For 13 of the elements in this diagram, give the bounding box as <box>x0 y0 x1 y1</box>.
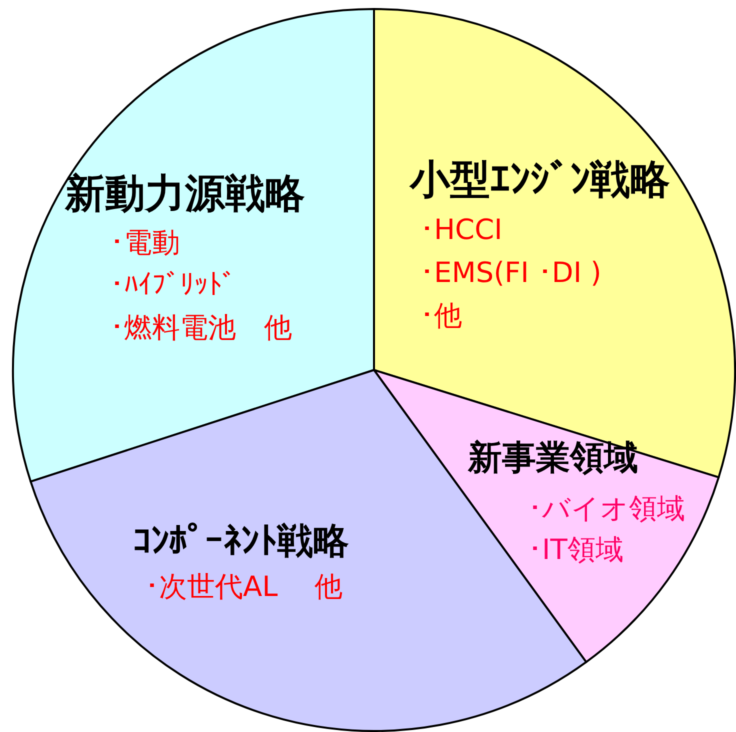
bullet-item: ･EMS(FI ･DI ) <box>420 258 602 289</box>
sector-heading: 新事業領域 <box>468 440 638 478</box>
bullet-item: ･電動 <box>110 228 180 259</box>
sector-heading: 新動力源戦略 <box>65 172 305 216</box>
bullet-item: ･バイオ領域 <box>528 494 685 525</box>
bullet-item: ･次世代AL 他 <box>145 572 343 603</box>
bullet-item: ･他 <box>420 301 462 332</box>
bullet-item: ･ﾊｲﾌﾞﾘｯﾄﾞ <box>110 270 236 301</box>
bullet-item: ･IT領域 <box>528 535 624 566</box>
sector-heading: ｺﾝﾎﾟｰﾈﾝﾄ戦略 <box>133 522 349 562</box>
bullet-item: ･HCCI <box>420 215 502 246</box>
sector-heading: 小型ｴﾝｼﾞﾝ戦略 <box>410 158 670 202</box>
bullet-item: ･燃料電池 他 <box>110 313 292 344</box>
